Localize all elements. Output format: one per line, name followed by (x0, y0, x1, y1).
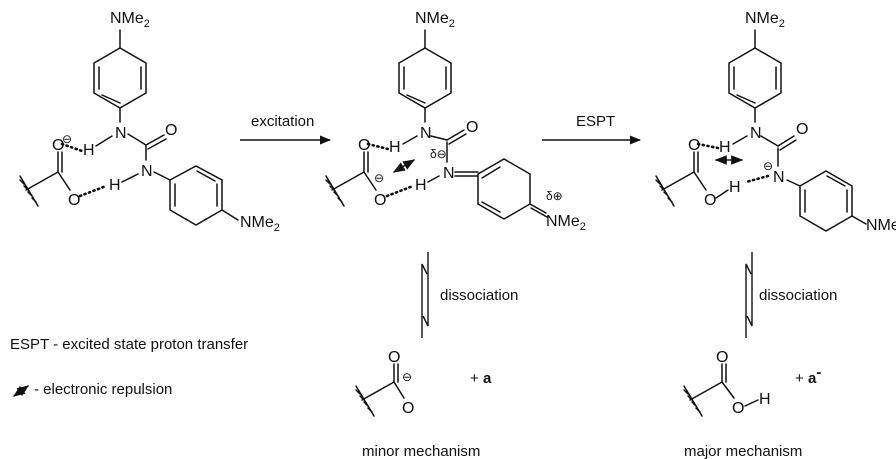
espt-arrow: ESPT (542, 113, 642, 145)
atom-o-minor-bottom: O (402, 400, 414, 417)
charge-minus-minor: ⊖ (402, 370, 412, 384)
atom-o-carboxylate-top-excited: O (358, 137, 370, 154)
structure-excited-state: NMe2 N H O δ⊖ N H δ⊕ NMe2 O ⊖ O (325, 10, 586, 233)
atom-o-carboxylate-bottom-excited: O (374, 192, 386, 209)
atom-o-carboxylate-bottom: O (68, 192, 80, 209)
atom-n-upper: N (115, 125, 127, 142)
structure-proton-transferred: NMe2 N H O ⊖ N NMe O O H (655, 10, 896, 234)
atom-o-major-hydroxyl: O (732, 400, 744, 417)
atom-o-minor-top: O (388, 349, 400, 366)
atom-h-major: H (759, 391, 771, 408)
dissociation-arrow-left: dissociation (421, 252, 518, 338)
dissociation-label-right: dissociation (759, 287, 837, 304)
atom-h-upper-pt: H (719, 139, 731, 156)
legend-espt: ESPT - excited state proton transfer (10, 336, 248, 353)
charge-delta-plus: δ⊕ (546, 189, 563, 203)
atom-o-major-carbonyl: O (716, 349, 728, 366)
atom-nme2-top-pt: NMe2 (745, 10, 785, 30)
espt-label: ESPT (576, 113, 615, 130)
atom-nme-cut-pt: NMe (866, 217, 896, 234)
atom-n-anion-pt: N (773, 169, 785, 186)
atom-o-acid-carbonyl-pt: O (688, 137, 700, 154)
charge-minus-carboxylate-excited: ⊖ (374, 171, 384, 185)
structure-ground-state-complex: NMe2 N H O N H NMe2 O ⊖ O (19, 10, 280, 234)
excitation-label: excitation (251, 113, 314, 130)
dissociation-arrow-right: dissociation (745, 252, 837, 338)
atom-h-lower-excited: H (415, 177, 427, 194)
legend: ESPT - excited state proton transfer - e… (10, 336, 248, 398)
atom-n-imine-excited: N (443, 165, 455, 182)
atom-h-upper: H (83, 142, 95, 159)
atom-n-upper-pt: N (750, 125, 762, 142)
repulsion-arrow-excited (392, 159, 416, 173)
atom-h-acid-pt: H (729, 179, 741, 196)
atom-n-lower: N (141, 163, 153, 180)
charge-delta-minus: δ⊖ (430, 147, 447, 161)
atom-o-carbonyl-pt: O (796, 121, 808, 138)
atom-o-carbonyl-excited: O (466, 119, 478, 136)
excitation-arrow: excitation (240, 113, 332, 145)
charge-minus-nitrogen: ⊖ (763, 159, 773, 173)
product-minor: O ⊖ O + a (355, 349, 492, 417)
product-major: O O H + a- (683, 349, 821, 417)
major-partner: + a- (795, 364, 821, 387)
atom-nme2-iminium: NMe2 (546, 213, 586, 233)
atom-nme2-top: NMe2 (110, 10, 150, 30)
atom-h-upper-excited: H (389, 139, 401, 156)
atom-o-acid-hydroxyl-pt: O (704, 192, 716, 209)
repulsion-legend-icon (13, 385, 29, 397)
atom-n-upper-excited: N (420, 125, 432, 142)
atom-nme2-lower: NMe2 (240, 214, 280, 234)
atom-o-carboxylate-top: O (52, 137, 64, 154)
minor-partner: + a (470, 370, 492, 387)
legend-repulsion: - electronic repulsion (34, 381, 172, 398)
caption-major-mechanism: major mechanism (684, 443, 802, 459)
atom-nme2-top-excited: NMe2 (415, 10, 455, 30)
dissociation-label-left: dissociation (440, 287, 518, 304)
caption-minor-mechanism: minor mechanism (362, 443, 480, 459)
atom-o-carbonyl: O (165, 122, 177, 139)
atom-h-lower: H (109, 177, 121, 194)
charge-minus-carboxylate: ⊖ (62, 132, 72, 146)
